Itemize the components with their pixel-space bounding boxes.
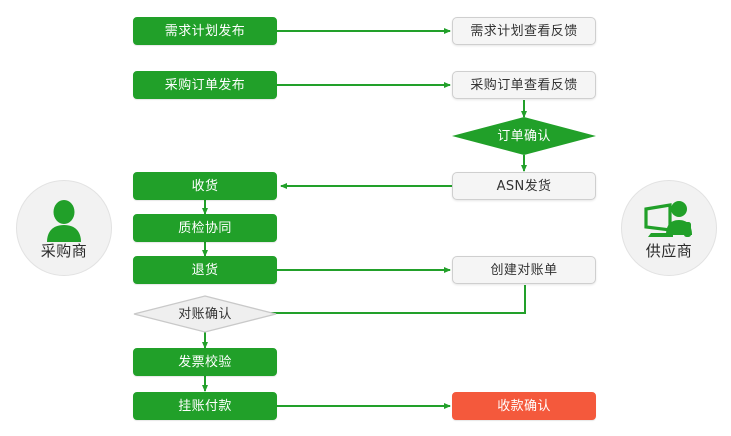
- node-receive-goods[interactable]: 收货: [133, 172, 277, 200]
- node-demand-plan-publish[interactable]: 需求计划发布: [133, 17, 277, 45]
- node-accrual-payment[interactable]: 挂账付款: [133, 392, 277, 420]
- node-purchase-order-feedback[interactable]: 采购订单查看反馈: [452, 71, 596, 99]
- node-label: 采购订单发布: [164, 77, 246, 93]
- node-return-goods[interactable]: 退货: [133, 256, 277, 284]
- node-reconcile-confirm[interactable]: 对账确认: [133, 295, 277, 333]
- node-demand-plan-feedback[interactable]: 需求计划查看反馈: [452, 17, 596, 45]
- node-purchase-order-publish[interactable]: 采购订单发布: [133, 71, 277, 99]
- node-label: 创建对账单: [490, 262, 558, 278]
- node-label: 收款确认: [497, 398, 551, 414]
- node-label: 发票校验: [178, 354, 232, 370]
- node-label: 采购订单查看反馈: [470, 77, 578, 93]
- node-label: 退货: [191, 262, 219, 278]
- actor-supplier[interactable]: 供应商: [621, 180, 717, 276]
- node-label: 需求计划查看反馈: [470, 23, 578, 39]
- node-label: 对账确认: [178, 306, 232, 322]
- node-create-statement[interactable]: 创建对账单: [452, 256, 596, 284]
- node-label: 订单确认: [497, 128, 551, 144]
- actor-supplier-label: 供应商: [645, 241, 693, 260]
- node-label: 质检协同: [178, 220, 232, 236]
- node-label: 收货: [191, 178, 219, 194]
- person-icon: [44, 198, 84, 242]
- node-quality-inspection[interactable]: 质检协同: [133, 214, 277, 242]
- node-order-confirm[interactable]: 订单确认: [452, 117, 596, 155]
- node-invoice-verification[interactable]: 发票校验: [133, 348, 277, 376]
- person-computer-icon: [643, 198, 695, 242]
- node-label: ASN发货: [496, 178, 552, 194]
- actor-buyer[interactable]: 采购商: [16, 180, 112, 276]
- node-label: 需求计划发布: [164, 23, 246, 39]
- edge-n10-n11: [248, 285, 526, 316]
- node-asn-shipment[interactable]: ASN发货: [452, 172, 596, 200]
- node-label: 挂账付款: [178, 398, 232, 414]
- node-payment-confirm[interactable]: 收款确认: [452, 392, 596, 420]
- actor-buyer-label: 采购商: [40, 241, 88, 260]
